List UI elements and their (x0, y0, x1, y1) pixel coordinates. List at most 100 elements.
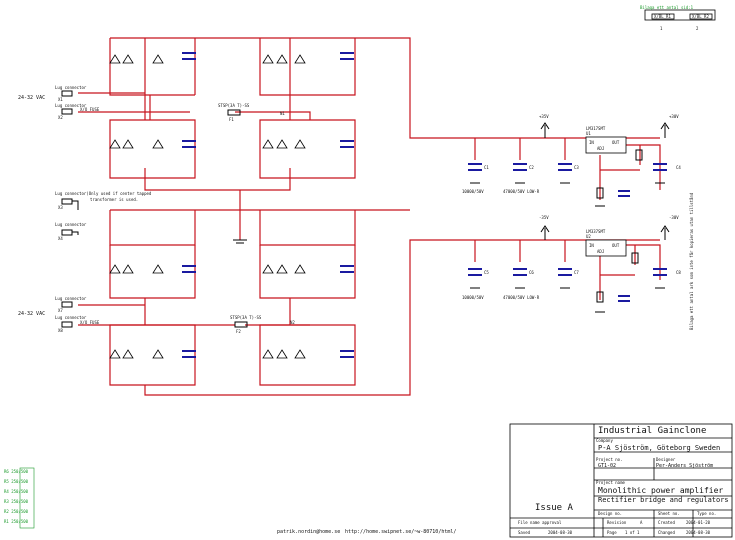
top-bridge-group (78, 37, 660, 240)
fuse-tag-top: X/O_FUSE (80, 107, 100, 112)
tb-type-label: Type no. (697, 511, 717, 516)
tb-created: 2004-01-20 (686, 520, 711, 525)
rail-top-out: +30V (669, 114, 679, 119)
fuse-bottom: F2 (236, 329, 241, 334)
conn-lug-5: Lug connector (55, 296, 87, 301)
top-right-box-a: 1 (660, 26, 663, 31)
fuse-tag-bottom: X/O_FUSE (80, 320, 100, 325)
cap-mid-bottom: 47000/50V LOW-R (503, 295, 540, 300)
reg-bot-part: LM337SMT (586, 229, 606, 234)
conn-lug-4: Lug connector (55, 222, 87, 227)
cap-c8: C8 (676, 270, 681, 275)
left-legend-stack (19, 467, 35, 529)
tb-changed: 2004-08-30 (686, 530, 711, 535)
fuse-label-bottom: STSP(3A T)-SS (230, 315, 262, 320)
conn-lug-1: Lug connector (55, 85, 87, 90)
issue-label: Issue A (535, 503, 573, 513)
footer-email[interactable]: patrik.nordin@home.se (277, 529, 341, 535)
cap-c3: C3 (574, 165, 579, 170)
top-right-box-rb: X/BL_R2 (692, 14, 709, 19)
tb-designer-label: Designer (656, 457, 676, 462)
cap-c6: C6 (529, 270, 534, 275)
bottom-regulator-section (468, 225, 670, 313)
tb-designer: Per-Anders Sjöström (656, 463, 714, 469)
tb-saved: 2004-08-30 (548, 530, 573, 535)
title-block-frame (509, 423, 733, 538)
conn-center-note: Lug connector(Only used if center tapped (55, 191, 152, 196)
cap-c5: C5 (484, 270, 489, 275)
conn-x8: X8 (58, 328, 63, 333)
node-n2: N2 (290, 320, 295, 325)
tb-title: Industrial Gainclone (598, 426, 707, 436)
conn-x4: X4 (58, 236, 63, 241)
legend-item: R1 250/500 (4, 519, 29, 524)
legend-item: R2 250/500 (4, 509, 29, 514)
cap-c2: C2 (529, 165, 534, 170)
top-right-box-b: 2 (696, 26, 699, 31)
tb-revision-label: Revision (607, 520, 627, 525)
tb-project-name-label: Project name (596, 480, 625, 485)
tb-changed-label: Changed (658, 530, 675, 535)
reg-bot-in: IN (589, 243, 594, 248)
reg-top-part: LM317SMT (586, 126, 606, 131)
conn-x7: X7 (58, 308, 63, 313)
node-n1: N1 (280, 111, 285, 116)
right-edge-note: Bilaga ett antal ark som inte får kopier… (689, 192, 694, 330)
tb-design-label: Design no. (598, 511, 623, 516)
legend-item: R5 250/500 (4, 479, 29, 484)
tb-sheet-label: Sheet no. (658, 511, 680, 516)
legend-item: R4 250/500 (4, 489, 29, 494)
conn-lug-2: Lug connector (55, 103, 87, 108)
top-right-box-title: Bilaga ett antal sid:1 (640, 5, 693, 10)
tb-company: P-A Sjöström, Göteborg Sweden (598, 444, 721, 452)
top-right-box-frame (644, 9, 716, 21)
legend-item: R3 250/500 (4, 499, 29, 504)
rail-bot-in: -35V (539, 215, 549, 220)
cap-big-top: 10000/50V (462, 189, 484, 194)
reg-bot-out: OUT (612, 243, 620, 248)
bottom-bridge-group (78, 209, 660, 396)
tb-subtitle: Rectifier bridge and regulators (598, 496, 729, 504)
conn-x3: X3 (58, 205, 63, 210)
ground-symbol (233, 239, 247, 244)
cap-big-bottom: 10000/50V (462, 295, 484, 300)
reg-top-adj: ADJ (597, 146, 605, 151)
cap-c4: C4 (676, 165, 681, 170)
tb-company-label: Company (596, 438, 613, 443)
footer-url[interactable]: http://home.swipnet.se/~w-80710/html/ (345, 529, 457, 535)
cap-mid-top: 47000/50V LOW-R (503, 189, 540, 194)
conn-center-note-2: transformer is used. (90, 197, 139, 202)
supply-label-bottom: 24-32 VAC (18, 311, 46, 317)
conn-lug-6: Lug connector (55, 315, 87, 320)
input-connectors (61, 90, 79, 328)
tb-project-name: Monolithic power amplifier (598, 486, 724, 495)
top-regulator-section (468, 122, 670, 207)
tb-created-label: Created (658, 520, 675, 525)
rail-top-in: +35V (539, 114, 549, 119)
rail-bot-out: -30V (669, 215, 679, 220)
conn-x2: X2 (58, 115, 63, 120)
tb-page: 1 of 1 (625, 530, 640, 535)
fuse-top: F1 (229, 117, 234, 122)
top-right-box-ra: X/BL_R1 (654, 14, 671, 19)
supply-label-top: 24-32 VAC (18, 95, 46, 101)
tb-project-no-label: Project no. (596, 457, 623, 462)
tb-project-no: GT1-02 (598, 463, 617, 469)
reg-top-name: U1 (586, 131, 591, 136)
fuse-label-top: STSP(3A T)-SS (218, 103, 250, 108)
tb-revision: A (640, 520, 643, 525)
left-legend: R6 250/500 R5 250/500 R4 250/500 R3 250/… (4, 470, 28, 530)
tb-filename-label: File name approval (518, 520, 562, 525)
tb-page-label: Page (607, 530, 617, 535)
legend-item: R6 250/500 (4, 469, 29, 474)
reg-bot-adj: ADJ (597, 249, 605, 254)
reg-bot-name: U2 (586, 234, 591, 239)
conn-x1: X1 (58, 97, 63, 102)
reg-top-in: IN (589, 140, 594, 145)
tb-saved-label: Saved (518, 530, 531, 535)
cap-c7: C7 (574, 270, 579, 275)
cap-c1: C1 (484, 165, 489, 170)
reg-top-out: OUT (612, 140, 620, 145)
